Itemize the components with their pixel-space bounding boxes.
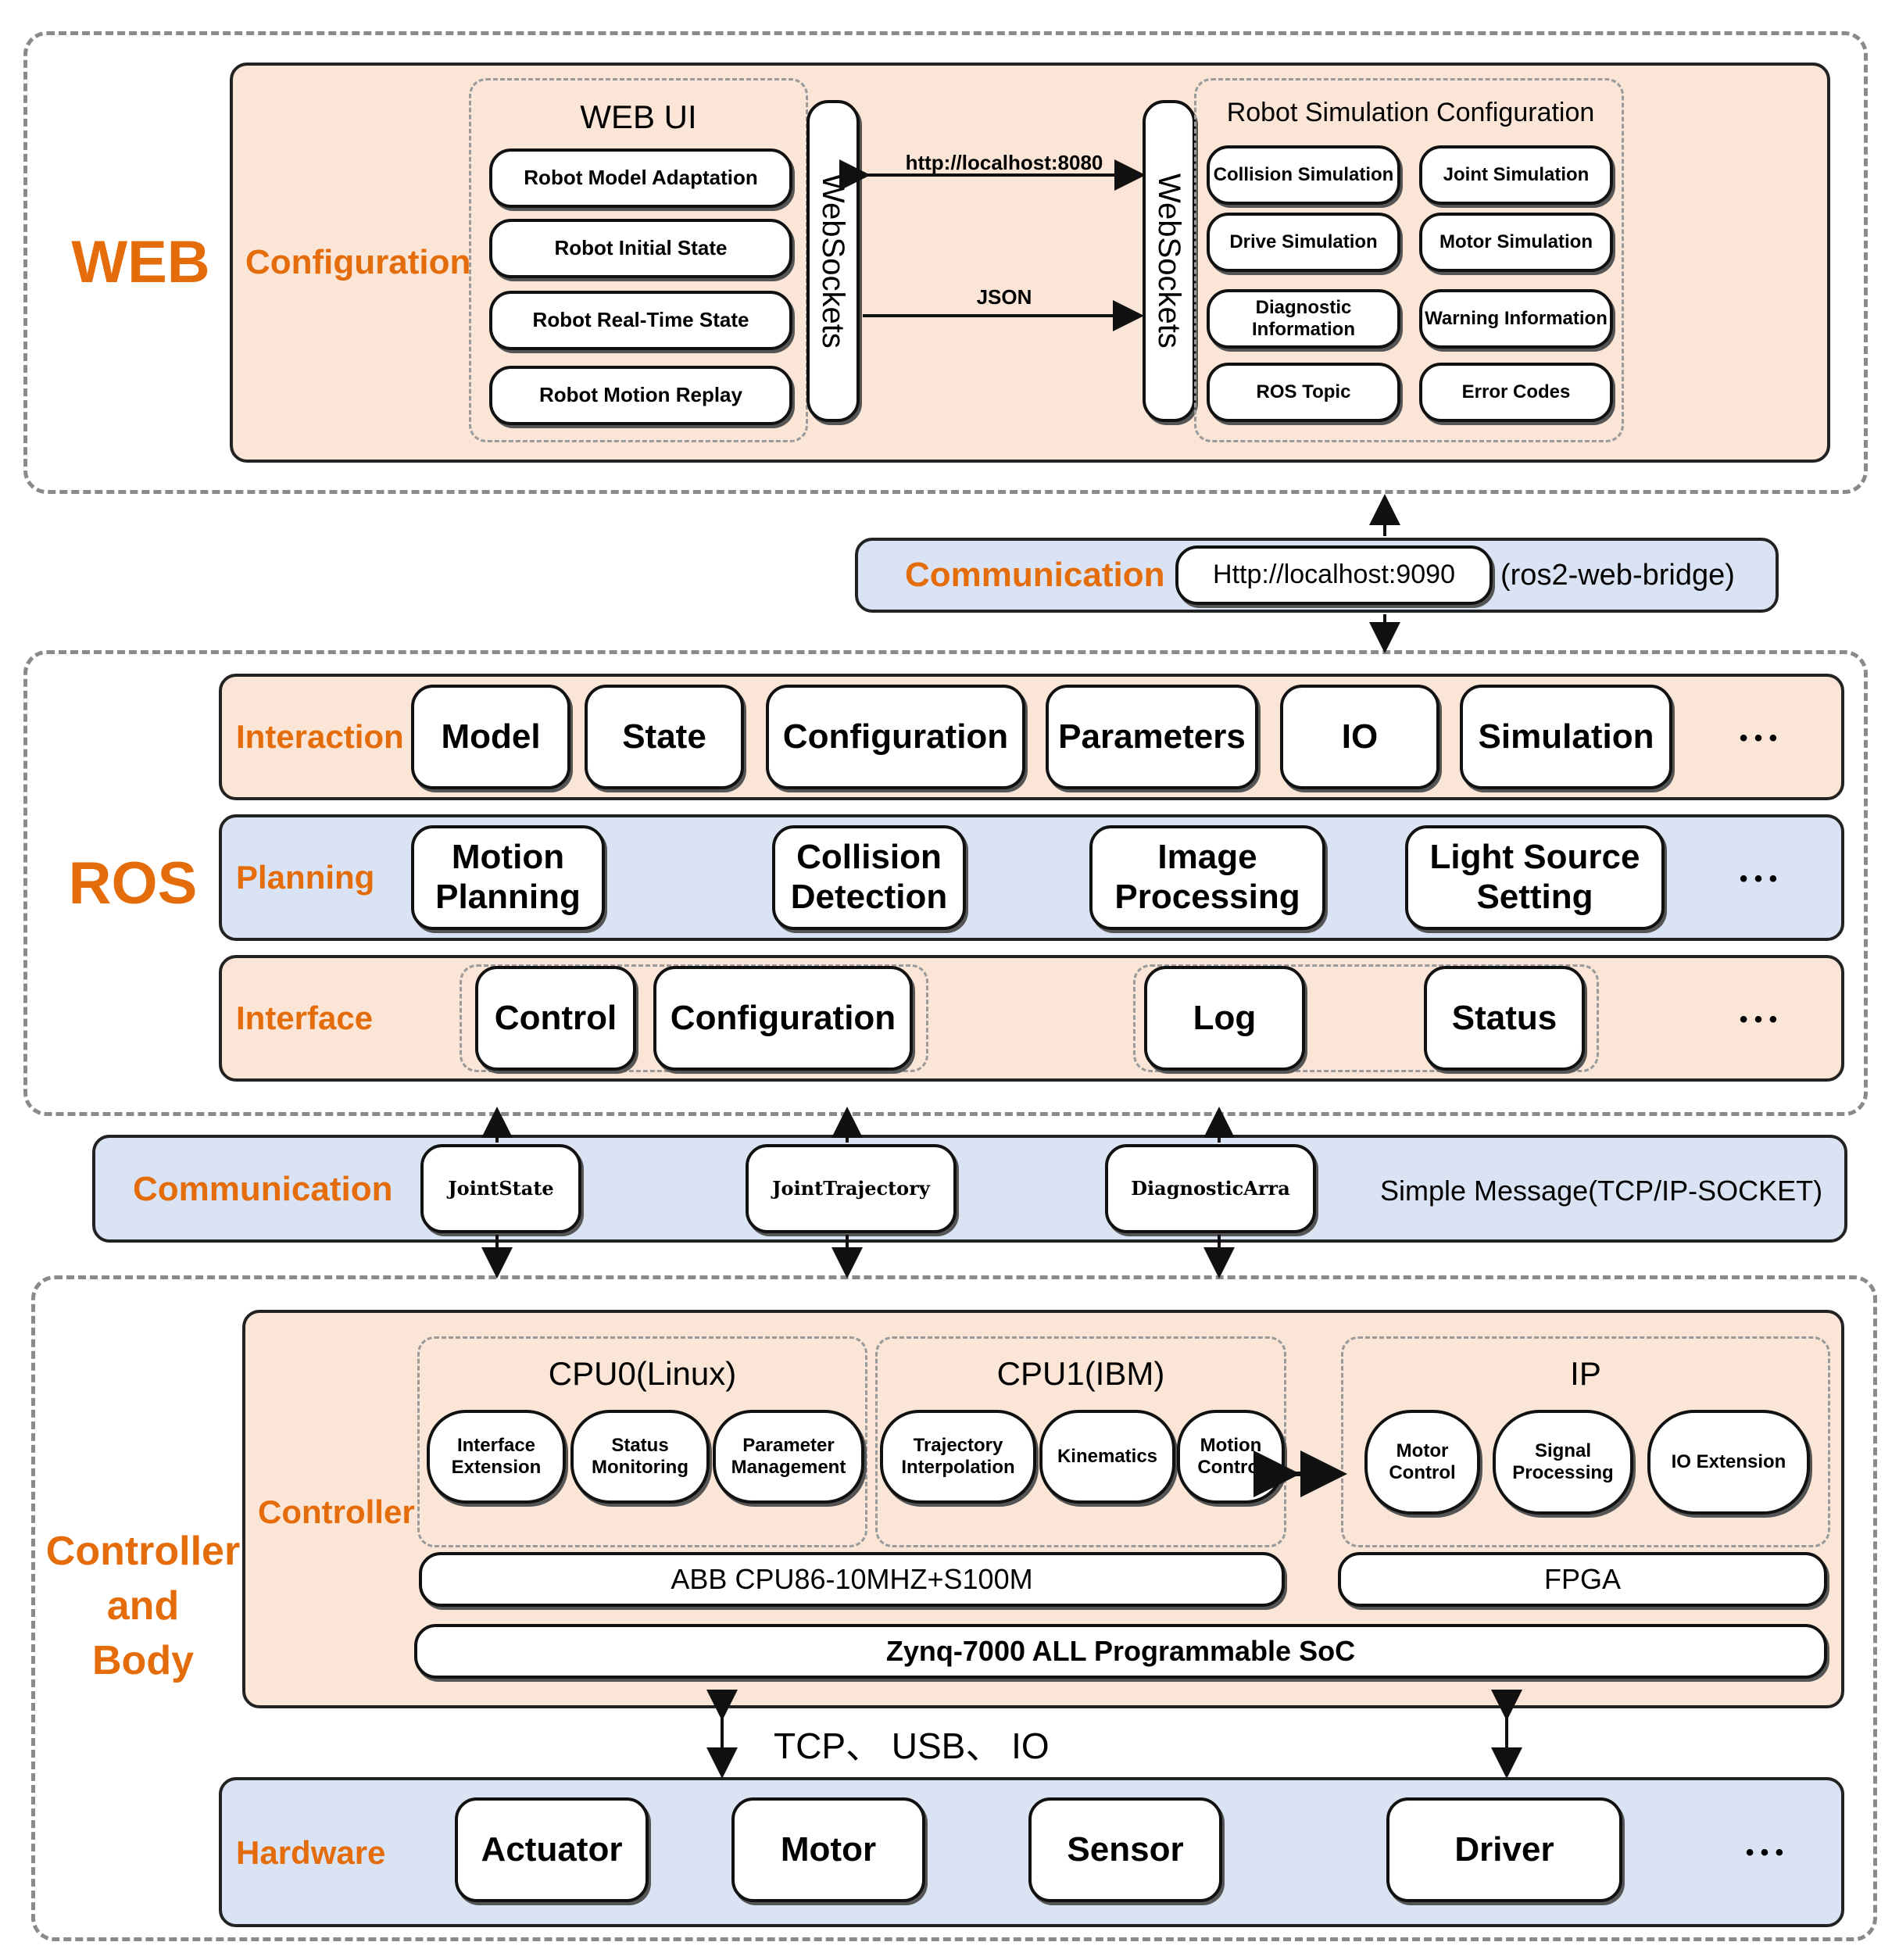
interaction-item-model: Model: [411, 685, 570, 789]
ros-section: [23, 650, 1868, 1116]
web-title: WEB: [71, 228, 210, 295]
web-ui-item-motion-replay: Robot Motion Replay: [489, 366, 792, 425]
websockets-left-bar: WebSockets: [806, 100, 860, 422]
planning-ellipsis: • • •: [1739, 866, 1778, 892]
hardware-item-sensor: Sensor: [1028, 1797, 1222, 1902]
interface-item-log: Log: [1144, 966, 1305, 1071]
hardware-item-driver: Driver: [1386, 1797, 1622, 1902]
comm-top-address: Http://localhost:9090: [1175, 545, 1493, 605]
sim-config-title: Robot Simulation Configuration: [1226, 97, 1595, 127]
interaction-item-simulation: Simulation: [1460, 685, 1672, 789]
interaction-ellipsis: • • •: [1739, 725, 1778, 751]
hardware-ellipsis: • • •: [1745, 1840, 1784, 1865]
ros-interaction-label: Interaction: [236, 718, 404, 755]
cpu1-item-trajectory-interpolation: Trajectory Interpolation: [880, 1410, 1036, 1504]
web-ui-item-realtime-state: Robot Real-Time State: [489, 291, 792, 350]
hardware-item-motor: Motor: [731, 1797, 925, 1902]
comm-msg-jointtrajectory: JointTrajectory: [746, 1144, 957, 1233]
planning-item-light-source: Light Source Setting: [1405, 825, 1665, 930]
controller-link-label: TCP、 USB、 IO: [774, 1726, 1050, 1766]
sim-item-motor: Motor Simulation: [1419, 213, 1613, 272]
abb-bar: ABB CPU86-10MHZ+S100M: [419, 1552, 1285, 1607]
planning-item-motion: Motion Planning: [411, 825, 605, 930]
ip-title: IP: [1570, 1355, 1601, 1392]
sim-item-ros-topic: ROS Topic: [1207, 363, 1400, 422]
controller-body-title-line-1: Controller: [45, 1529, 241, 1574]
cpu0-item-status-monitoring: Status Monitoring: [570, 1410, 710, 1504]
cpu0-group: [417, 1336, 867, 1547]
interface-group-monitor: [1133, 964, 1599, 1072]
comm-mid-label: Communication: [133, 1170, 393, 1208]
sim-config-group: [1194, 78, 1624, 442]
soc-bar: Zynq-7000 ALL Programmable SoC: [414, 1624, 1827, 1679]
comm-mid-protocol: Simple Message(TCP/IP-SOCKET): [1380, 1175, 1823, 1207]
cpu0-item-interface-extension: Interface Extension: [427, 1410, 566, 1504]
fpga-bar: FPGA: [1338, 1552, 1827, 1607]
interface-ellipsis: • • •: [1739, 1007, 1778, 1032]
interface-item-control: Control: [475, 966, 636, 1071]
sim-item-collision: Collision Simulation: [1207, 145, 1400, 205]
comm-top-bridge: (ros2-web-bridge): [1500, 558, 1735, 592]
comm-mid-panel: [92, 1135, 1847, 1243]
ip-item-io-extension: IO Extension: [1647, 1410, 1810, 1515]
planning-item-image: Image Processing: [1089, 825, 1325, 930]
ip-item-motor-control: Motor Control: [1364, 1410, 1480, 1515]
web-ui-item-initial-state: Robot Initial State: [489, 219, 792, 278]
ros-title: ROS: [68, 849, 198, 917]
planning-item-collision: Collision Detection: [772, 825, 966, 930]
controller-body-title-line-2: and: [106, 1583, 180, 1629]
sim-item-drive: Drive Simulation: [1207, 213, 1400, 272]
web-ui-title: WEB UI: [580, 98, 697, 135]
websockets-right-bar: WebSockets: [1143, 100, 1196, 422]
sim-item-error-codes: Error Codes: [1419, 363, 1613, 422]
interaction-item-configuration: Configuration: [766, 685, 1025, 789]
cpu1-title: CPU1(IBM): [996, 1355, 1165, 1392]
cpu0-title: CPU0(Linux): [548, 1355, 737, 1392]
comm-msg-jointstate: JointState: [420, 1144, 581, 1233]
controller-section: [31, 1275, 1877, 1941]
hardware-label: Hardware: [236, 1834, 386, 1871]
web-section: [23, 31, 1868, 494]
cpu1-group: [875, 1336, 1286, 1547]
interaction-item-io: IO: [1280, 685, 1439, 789]
cpu1-item-kinematics: Kinematics: [1039, 1410, 1175, 1504]
interaction-item-state: State: [585, 685, 744, 789]
ip-group: [1341, 1336, 1830, 1547]
sim-item-diagnostic: Diagnostic Information: [1207, 289, 1400, 349]
cpu0-item-parameter-management: Parameter Management: [713, 1410, 864, 1504]
cpu1-item-motion-control: Motion Control: [1177, 1410, 1285, 1504]
interface-item-configuration: Configuration: [653, 966, 913, 1071]
ros-planning-label: Planning: [236, 859, 375, 896]
comm-top-label: Communication: [905, 556, 1165, 594]
link-label-json: JSON: [976, 284, 1032, 309]
controller-body-title-line-3: Body: [92, 1638, 194, 1683]
link-label-http: http://localhost:8080: [905, 150, 1103, 174]
comm-msg-diagnosticarray: DiagnosticArra: [1105, 1144, 1316, 1233]
sim-item-joint: Joint Simulation: [1419, 145, 1613, 205]
hardware-item-actuator: Actuator: [455, 1797, 649, 1902]
interface-item-status: Status: [1424, 966, 1585, 1071]
ros-interface-label: Interface: [236, 1000, 374, 1036]
web-config-label: Configuration: [245, 243, 471, 281]
controller-label: Controller: [258, 1493, 415, 1530]
ip-item-signal-processing: Signal Processing: [1493, 1410, 1633, 1515]
websockets-left-label: WebSockets: [816, 173, 850, 349]
sim-item-warning: Warning Information: [1419, 289, 1613, 349]
controller-body-title: Controller and Body: [45, 1524, 241, 1696]
interface-group-control: [460, 964, 928, 1072]
interaction-item-parameters: Parameters: [1046, 685, 1258, 789]
websockets-right-label: WebSockets: [1152, 173, 1186, 349]
web-ui-item-model-adaptation: Robot Model Adaptation: [489, 148, 792, 208]
